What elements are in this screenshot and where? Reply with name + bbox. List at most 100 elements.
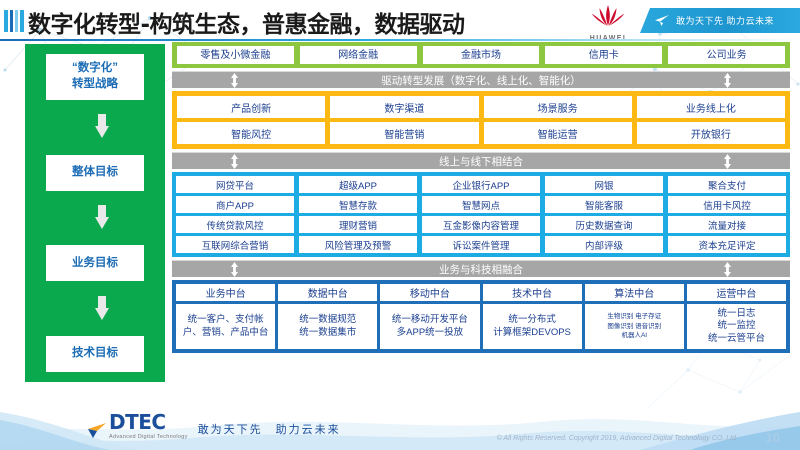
- online-cell[interactable]: 网银: [545, 176, 663, 193]
- strategy-box-2: 业务目标: [46, 245, 144, 282]
- midend-head[interactable]: 移动中台: [380, 284, 480, 301]
- online-cell[interactable]: 企业银行APP: [422, 176, 540, 193]
- online-cell[interactable]: 聚合支付: [668, 176, 786, 193]
- title-underline: [0, 39, 800, 41]
- online-cell[interactable]: 资本充足评定: [668, 236, 786, 253]
- online-cell[interactable]: 超级APP: [299, 176, 417, 193]
- strategy-label-2: 业务目标: [72, 256, 118, 269]
- diagram-body: “数字化” 转型战略 整体目标 业务目标 技术目标 零售及小微金融 网络金融 金…: [0, 42, 800, 392]
- strategy-label-3: 技术目标: [72, 347, 118, 360]
- connector-label-drive: 驱动转型发展（数字化、线上化、智能化）: [381, 74, 581, 87]
- copyright-text: © All Rights Reserved. Copyright 2019, A…: [496, 435, 736, 442]
- footer: DTEC Advanced Digital Technology 敢为天下先 助…: [0, 392, 800, 450]
- connector-band-online: 线上与线下相结合: [172, 152, 790, 169]
- online-cell[interactable]: 商户APP: [176, 196, 294, 213]
- channel-chip[interactable]: 金融市场: [422, 46, 540, 64]
- online-row-2: 传统贷款风控 理财营销 互金影像内容管理 历史数据查询 流量对接: [176, 216, 786, 233]
- online-cell[interactable]: 传统贷款风控: [176, 216, 294, 233]
- strategy-column: “数字化” 转型战略 整体目标 业务目标 技术目标: [25, 44, 165, 382]
- drive-cell[interactable]: 业务线上化: [636, 96, 785, 118]
- midend-column: 算法中台 生物识别 电子存证图像识别 语音识别机器人AI: [584, 284, 684, 349]
- dtec-tagline: Advanced Digital Technology: [109, 434, 188, 440]
- dtec-slogan: 敢为天下先 助力云未来: [197, 424, 341, 436]
- online-row-3: 互联网综合营销 风险管理及预警 诉讼案件管理 内部评级 资本充足评定: [176, 236, 786, 253]
- strategy-label-1: 整体目标: [72, 165, 118, 178]
- connector-band-fusion: 业务与科技相融合: [172, 260, 790, 277]
- up-down-arrow-icon: [724, 72, 731, 88]
- drive-cell[interactable]: 智能风控: [177, 122, 326, 144]
- up-down-arrow-icon: [231, 261, 238, 277]
- online-row-1: 商户APP 智慧存款 智慧网点 智能客服 信用卡风控: [176, 196, 786, 213]
- midend-head[interactable]: 业务中台: [176, 284, 276, 301]
- drive-cell[interactable]: 场景服务: [483, 96, 632, 118]
- drive-block: 产品创新 数字渠道 场景服务 业务线上化 智能风控 智能营销 智能运营 开放银行: [172, 91, 790, 149]
- online-cell[interactable]: 智慧存款: [299, 196, 417, 213]
- huawei-logo: HUAWEI: [582, 3, 634, 42]
- midend-body: 统一客户、支付帐户、营销、产品中台: [176, 304, 276, 349]
- online-cell[interactable]: 互金影像内容管理: [422, 216, 540, 233]
- drive-cell[interactable]: 产品创新: [177, 96, 326, 118]
- strategy-label-0a: “数字化”: [72, 62, 118, 75]
- midend-head[interactable]: 技术中台: [482, 284, 582, 301]
- page-title: 数字化转型-构筑生态，普惠金融，数据驱动: [28, 12, 465, 38]
- midend-body: 统一数据规范统一数据集市: [278, 304, 378, 349]
- midend-body: 生物识别 电子存证图像识别 语音识别机器人AI: [584, 304, 684, 349]
- midend-column: 运营中台 统一日志统一监控统一云管平台: [686, 284, 787, 349]
- midend-body: 统一移动开发平台多APP统一投放: [380, 304, 480, 349]
- title-bar: 数字化转型-构筑生态，普惠金融，数据驱动 HUAWEI 敢为天下先 助力云未来: [0, 0, 800, 42]
- drive-cell[interactable]: 开放银行: [636, 122, 785, 144]
- title-accent-bars: [4, 10, 24, 32]
- drive-cell[interactable]: 智能营销: [330, 122, 479, 144]
- online-cell[interactable]: 信用卡风控: [668, 196, 786, 213]
- online-cell[interactable]: 历史数据查询: [545, 216, 663, 233]
- channel-chip[interactable]: 网络金融: [299, 46, 417, 64]
- midend-head[interactable]: 算法中台: [584, 284, 684, 301]
- drive-cell[interactable]: 数字渠道: [330, 96, 479, 118]
- strategy-box-0: “数字化” 转型战略: [46, 54, 144, 100]
- midend-body: 统一日志统一监控统一云管平台: [686, 304, 787, 349]
- midend-head[interactable]: 运营中台: [686, 284, 787, 301]
- online-cell[interactable]: 智能客服: [545, 196, 663, 213]
- online-cell[interactable]: 流量对接: [668, 216, 786, 233]
- brand-ribbon: 敢为天下先 助力云未来: [640, 8, 800, 33]
- online-cell[interactable]: 理财营销: [299, 216, 417, 233]
- online-cell[interactable]: 网贷平台: [176, 176, 294, 193]
- drive-cell[interactable]: 智能运营: [483, 122, 632, 144]
- online-cell[interactable]: 互联网综合营销: [176, 236, 294, 253]
- paper-plane-icon: [655, 15, 669, 26]
- midend-block: 业务中台 统一客户、支付帐户、营销、产品中台 数据中台 统一数据规范统一数据集市…: [172, 280, 790, 353]
- dtec-wordmark: DTEC: [109, 410, 166, 434]
- channel-chip[interactable]: 公司业务: [668, 46, 785, 64]
- up-down-arrow-icon: [231, 72, 238, 88]
- up-down-arrow-icon: [724, 153, 731, 169]
- online-cell[interactable]: 内部评级: [545, 236, 663, 253]
- online-cell[interactable]: 智慧网点: [422, 196, 540, 213]
- midend-column: 技术中台 统一分布式计算框架DEVOPS: [482, 284, 582, 349]
- drive-row-1: 智能风控 智能营销 智能运营 开放银行: [177, 122, 785, 144]
- online-block: 网贷平台 超级APP 企业银行APP 网银 聚合支付 商户APP 智慧存款 智慧…: [172, 172, 790, 257]
- strategy-label-0b: 转型战略: [72, 78, 118, 90]
- connector-label-online: 线上与线下相结合: [439, 155, 523, 168]
- dtec-mark: DTEC Advanced Digital Technology: [86, 412, 188, 440]
- connector-label-fusion: 业务与科技相融合: [439, 263, 523, 276]
- dtec-triangle-icon: [88, 423, 106, 438]
- midend-column: 移动中台 统一移动开发平台多APP统一投放: [380, 284, 480, 349]
- midend-body: 统一分布式计算框架DEVOPS: [482, 304, 582, 349]
- online-cell[interactable]: 诉讼案件管理: [422, 236, 540, 253]
- midend-column: 数据中台 统一数据规范统一数据集市: [278, 284, 378, 349]
- online-row-0: 网贷平台 超级APP 企业银行APP 网银 聚合支付: [176, 176, 786, 193]
- footer-swoosh-decoration: [0, 412, 800, 450]
- layer-stack: 零售及小微金融 网络金融 金融市场 信用卡 公司业务 驱动转型发展（数字化、线上…: [172, 42, 790, 353]
- channel-band: 零售及小微金融 网络金融 金融市场 信用卡 公司业务: [172, 42, 790, 68]
- drive-row-0: 产品创新 数字渠道 场景服务 业务线上化: [177, 96, 785, 118]
- page-number: 10: [765, 430, 780, 445]
- channel-chip[interactable]: 信用卡: [545, 46, 663, 64]
- online-cell[interactable]: 风险管理及预警: [299, 236, 417, 253]
- dtec-logo: DTEC Advanced Digital Technology 敢为天下先 助…: [86, 412, 341, 440]
- huawei-wordmark: HUAWEI: [582, 35, 634, 42]
- midend-head[interactable]: 数据中台: [278, 284, 378, 301]
- channel-chip[interactable]: 零售及小微金融: [177, 46, 294, 64]
- strategy-box-1: 整体目标: [46, 154, 144, 191]
- huawei-flower-icon: [591, 5, 625, 26]
